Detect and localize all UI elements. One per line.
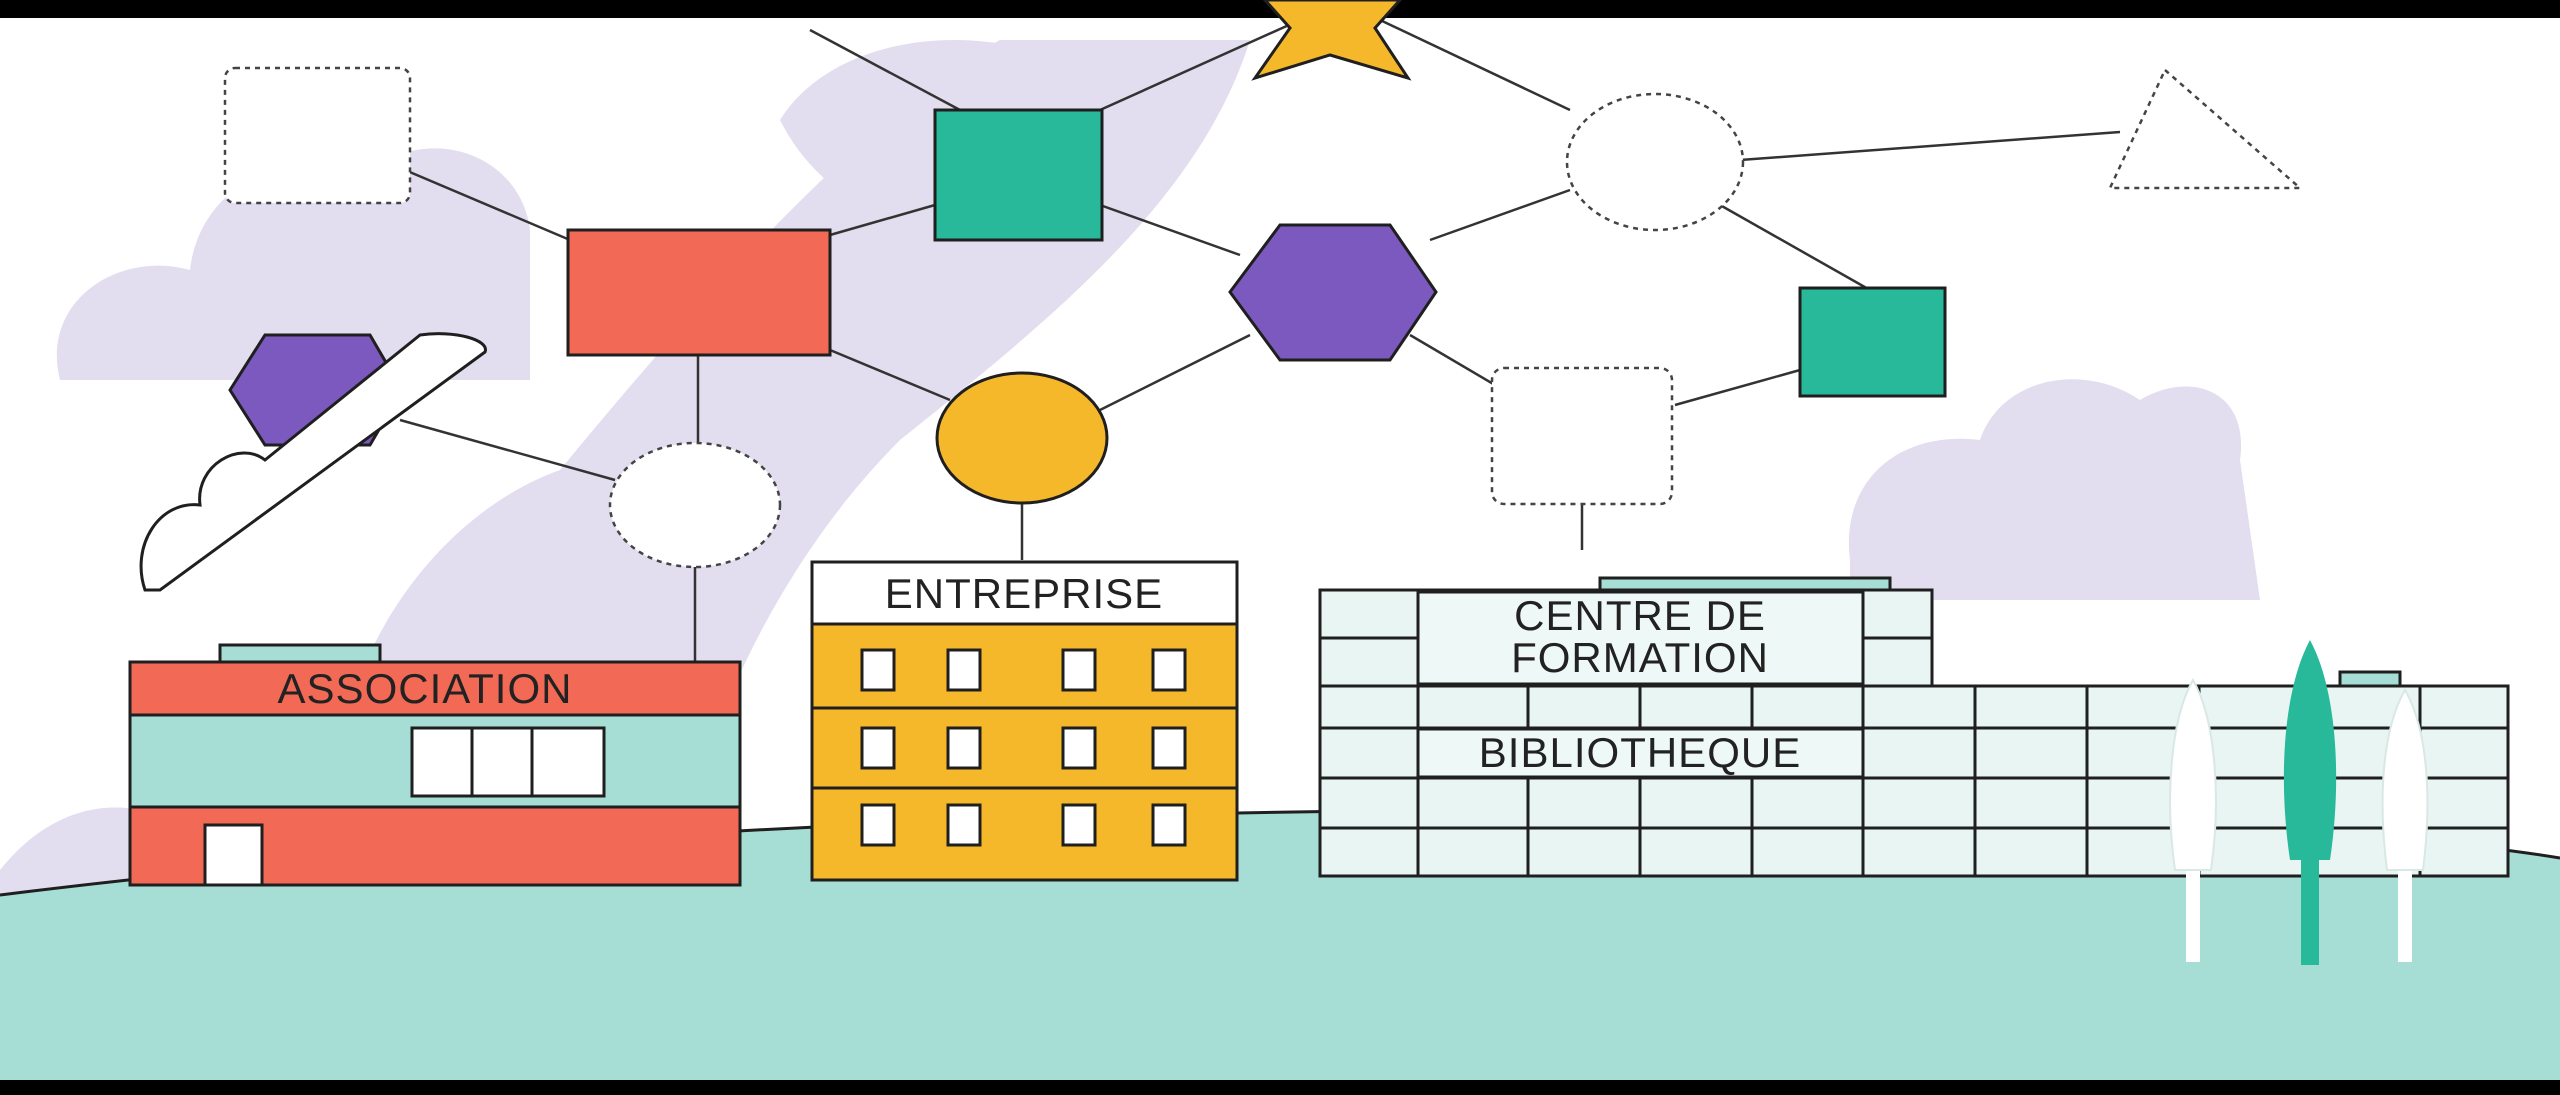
centre-formation-label-line2: FORMATION — [1511, 634, 1769, 681]
star-node — [1251, 0, 1412, 81]
white-tree — [2169, 677, 2217, 871]
entreprise-label: ENTREPRISE — [885, 570, 1163, 617]
roof-vent — [218, 643, 382, 665]
dashed-circle-node — [608, 441, 782, 569]
yellow-circle-node — [935, 371, 1109, 505]
dashed-square-node — [223, 66, 412, 205]
white-tree — [2381, 687, 2429, 871]
door — [203, 823, 264, 887]
purple-hexagon-node — [1228, 223, 1438, 362]
edge-line — [829, 348, 951, 402]
edge-line — [1739, 130, 2121, 162]
window — [1151, 803, 1187, 847]
window — [860, 648, 896, 692]
network-edges — [399, 18, 2121, 662]
edge-line — [1409, 333, 1496, 387]
edge-line — [1099, 18, 1301, 112]
outlined-cloud — [139, 332, 487, 592]
teal-tree — [2283, 640, 2337, 860]
centre-formation-sign — [1416, 590, 1865, 686]
entreprise-windows — [860, 648, 1187, 847]
entreprise-sign — [810, 560, 1239, 626]
window — [1061, 803, 1097, 847]
dashed-square-node — [1490, 366, 1674, 506]
window — [1151, 726, 1187, 770]
cloud-shape — [1848, 379, 2260, 600]
window — [410, 726, 474, 798]
window — [860, 726, 896, 770]
window — [1061, 648, 1097, 692]
cloud-shape — [56, 148, 531, 380]
bibliotheque-label: BIBLIOTHEQUE — [1479, 729, 1801, 776]
window — [946, 648, 982, 692]
edge-line — [1099, 203, 1241, 257]
teal-square-node — [1798, 286, 1947, 398]
edge-line — [404, 168, 571, 242]
dashed-circle-node — [1565, 92, 1745, 232]
entreprise-building — [810, 560, 1239, 882]
edge-line — [829, 203, 936, 237]
window — [946, 803, 982, 847]
association-label: ASSOCIATION — [278, 665, 573, 712]
edge-line — [1099, 333, 1251, 412]
edge-line — [809, 28, 961, 112]
window — [860, 803, 896, 847]
association-building — [128, 643, 742, 887]
dashed-triangle-node — [2108, 67, 2304, 190]
edge-line — [1674, 368, 1801, 407]
edge-line — [1429, 188, 1571, 242]
teal-square-node — [933, 108, 1104, 242]
edge-line — [399, 418, 616, 482]
edge-line — [1379, 18, 1571, 112]
edge-line — [1719, 203, 1871, 292]
window — [470, 726, 534, 798]
coral-rect-node — [566, 228, 832, 357]
window — [530, 726, 606, 798]
cloud-shape — [0, 807, 160, 900]
roof-vent — [2338, 670, 2402, 688]
window — [1061, 726, 1097, 770]
window — [946, 726, 982, 770]
window — [1151, 648, 1187, 692]
centre-formation-label-line1: CENTRE DE — [1514, 592, 1766, 639]
bibliotheque-sign — [1416, 727, 1865, 779]
trees — [2169, 640, 2429, 965]
network-nodes — [223, 0, 2304, 569]
